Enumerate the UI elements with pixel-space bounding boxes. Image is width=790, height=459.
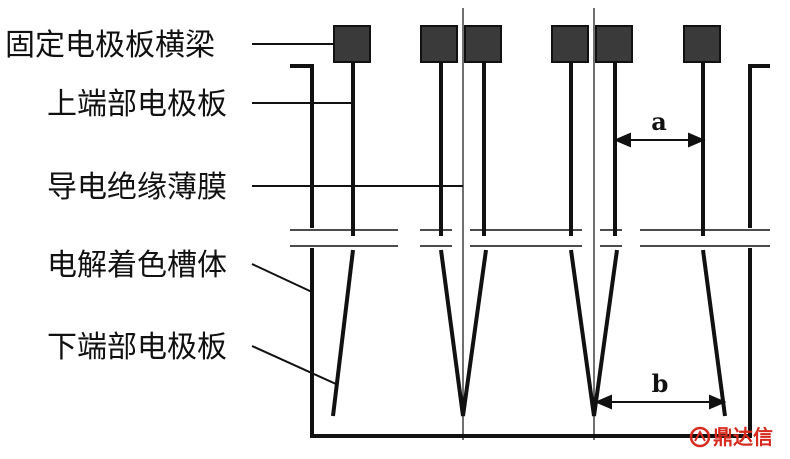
label-film: 导电绝缘薄膜 <box>47 170 227 205</box>
dimension-a-label: a <box>651 107 667 136</box>
leader-lines <box>251 43 463 385</box>
leader-lower-plate <box>251 345 337 385</box>
beam-block-1 <box>333 25 371 63</box>
tank-left-wall-top <box>290 64 314 228</box>
tank-right-wall-top <box>748 64 770 228</box>
tank-body <box>290 64 770 438</box>
watermark-logo-icon <box>689 426 711 448</box>
label-lower-plate: 下端部电极板 <box>47 330 227 365</box>
beam-block-3 <box>464 25 502 63</box>
upper-electrode-plates <box>351 62 705 236</box>
beam-block-5 <box>595 25 633 63</box>
tank-lower-body <box>310 248 752 438</box>
dimension-b <box>594 394 727 410</box>
break-lines <box>290 229 770 247</box>
lower-plate-pair-1 <box>439 249 488 417</box>
watermark-text: 鼎达信 <box>713 425 773 449</box>
lower-electrode-plates <box>331 249 727 417</box>
lower-plate-pair-2 <box>569 249 619 417</box>
beam-block-2 <box>420 25 458 63</box>
leader-tank <box>251 263 313 293</box>
lower-plate-6 <box>701 249 727 417</box>
dimension-a <box>613 132 706 148</box>
watermark: 鼎达信 <box>689 425 773 449</box>
beam-block-6 <box>683 25 721 63</box>
label-upper-plate: 上端部电极板 <box>47 87 227 122</box>
conductive-films <box>462 8 595 440</box>
label-beam: 固定电极板横梁 <box>5 28 215 63</box>
label-tank: 电解着色槽体 <box>47 248 227 283</box>
beam-block-4 <box>551 25 589 63</box>
beam-blocks <box>333 25 721 63</box>
dimension-b-label: b <box>652 369 669 398</box>
lower-plate-1 <box>331 249 355 417</box>
